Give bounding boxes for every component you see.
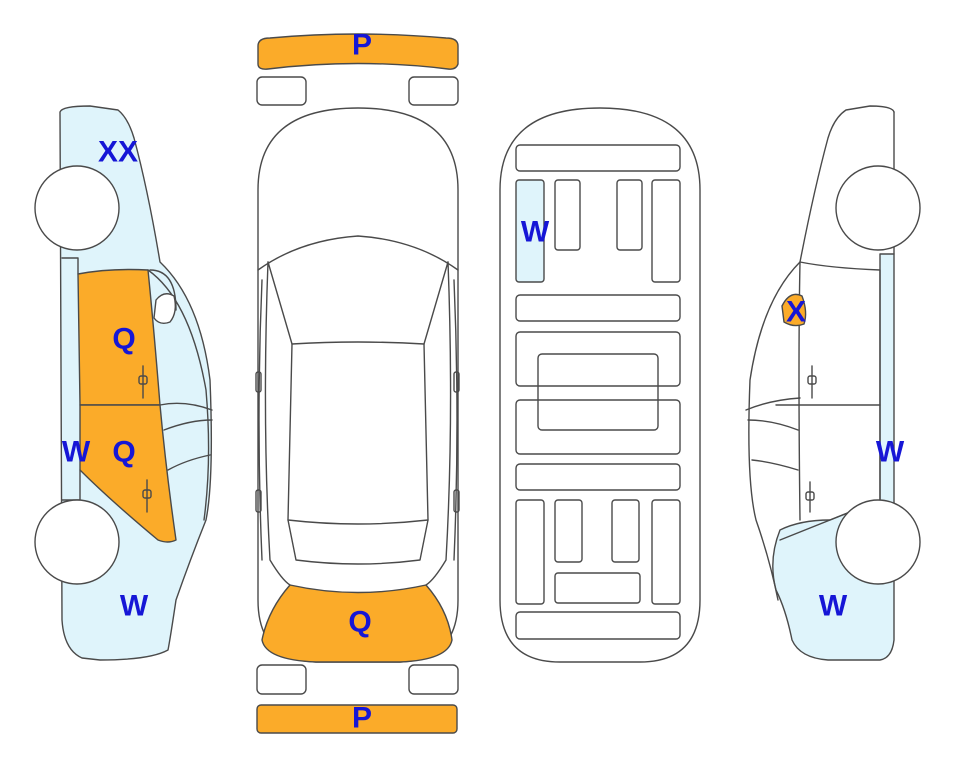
left-rear-wheel — [34, 499, 120, 585]
left-front-wheel — [34, 165, 120, 251]
label-left-rear-door: Q — [112, 436, 135, 469]
right-side-view — [745, 105, 921, 661]
top-body-outline — [257, 107, 459, 663]
underbody-view — [499, 107, 701, 663]
front-left-light — [256, 76, 307, 106]
rear-bumper-panel[interactable] — [256, 704, 458, 734]
label-rear-bumper: P — [352, 702, 372, 735]
left-mirror — [153, 293, 177, 325]
label-right-front-door-mark: X — [786, 296, 806, 329]
right-rear-door-handle — [805, 481, 815, 513]
right-front-wheel — [835, 165, 921, 251]
right-body-outline — [748, 105, 895, 601]
underbody-outline — [499, 107, 701, 663]
label-right-rocker: W — [876, 436, 905, 469]
rear-right-light — [408, 664, 459, 695]
left-front-door-panel[interactable] — [77, 268, 161, 406]
label-trunk-lid: Q — [348, 606, 371, 639]
right-rear-wheel — [835, 499, 921, 585]
left-rear-door-handle — [142, 479, 152, 513]
label-left-front-door: Q — [112, 323, 135, 356]
damage-labels: P P XX Q Q W W Q W X W W — [62, 29, 905, 735]
right-front-door-handle — [807, 365, 817, 399]
left-side-view — [34, 105, 213, 661]
front-bumper-panel[interactable] — [257, 33, 459, 70]
left-rear-door-panel[interactable] — [79, 404, 177, 543]
left-front-door-handle — [138, 365, 148, 399]
rear-left-light — [256, 664, 307, 695]
right-front-door-spot[interactable] — [781, 293, 807, 327]
trunk-lid-panel[interactable] — [261, 584, 453, 663]
top-view — [255, 33, 460, 734]
label-left-rocker: W — [62, 436, 91, 469]
label-right-rear-quarter: W — [819, 590, 848, 623]
front-right-light — [408, 76, 459, 106]
label-left-front-fender: XX — [98, 136, 138, 169]
label-floor-front-left: W — [521, 216, 550, 249]
underbody-front-left-panel[interactable] — [515, 179, 545, 283]
label-front-bumper: P — [352, 29, 372, 62]
label-left-rear-quarter: W — [120, 590, 149, 623]
